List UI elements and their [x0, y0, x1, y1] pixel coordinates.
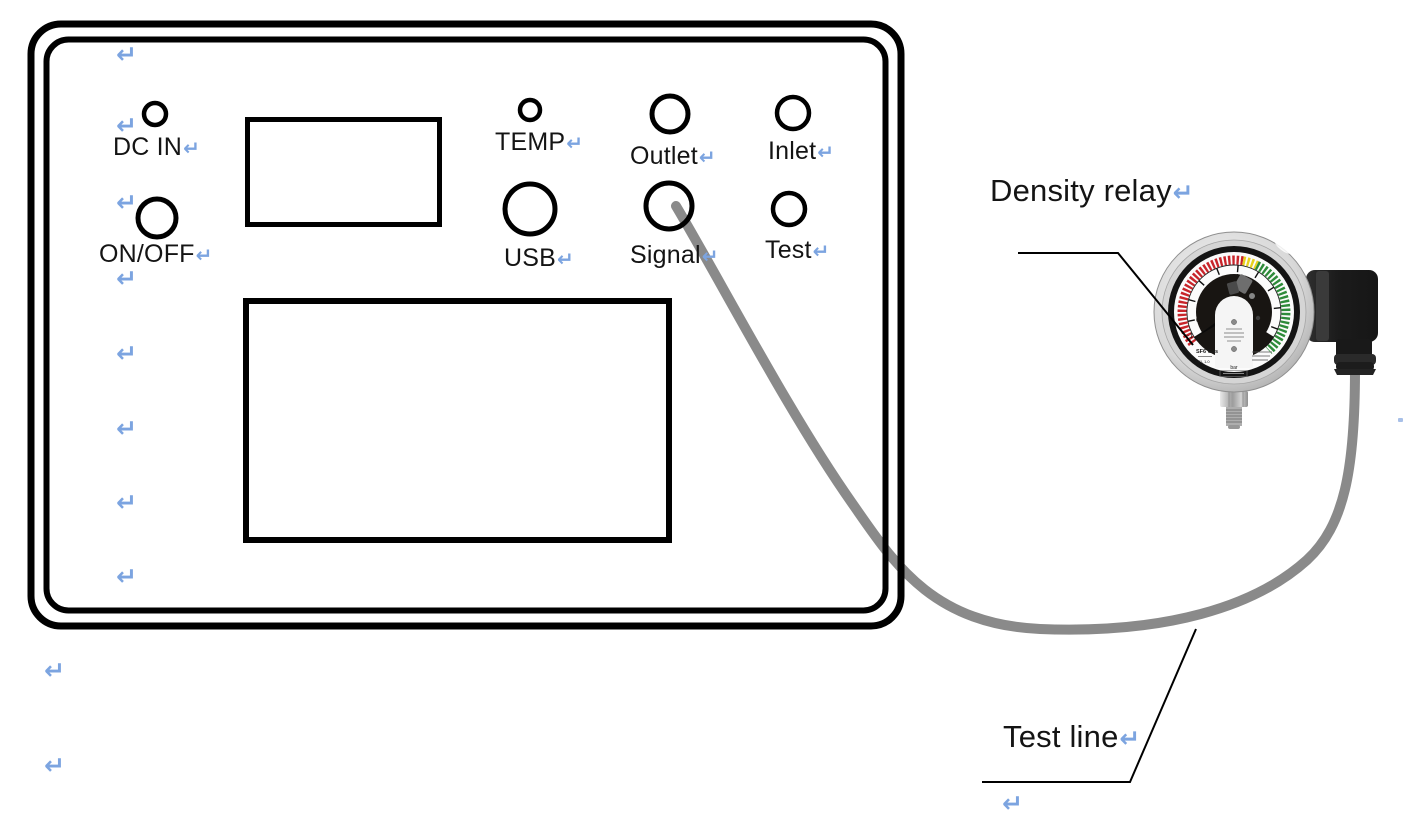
instrument-panel: [27, 20, 905, 630]
dc-in-label-text: DC IN: [113, 133, 183, 161]
paragraph-mark: ↵: [817, 140, 835, 164]
gauge-stem: [1220, 386, 1248, 429]
test-line-cable: [671, 201, 1360, 635]
paragraph-mark: ↵: [116, 111, 137, 140]
dc-in-port-circle: [141, 100, 169, 128]
gauge-class-text: CL 1.0: [1198, 359, 1210, 364]
temp-label-text: TEMP: [495, 128, 566, 156]
signal-label-text: Signal: [630, 241, 701, 269]
paragraph-mark: ↵: [44, 751, 65, 780]
outlet-port-circle: [649, 93, 691, 135]
paragraph-mark: ↵: [566, 131, 584, 155]
paragraph-mark: ↵: [116, 40, 137, 69]
gauge-zone-bands: [1177, 255, 1291, 354]
paragraph-mark: ↵: [116, 264, 137, 293]
test-port-circle: [770, 190, 808, 228]
screen-rect: [243, 298, 672, 543]
test-line-leader-line: [982, 628, 1197, 783]
paragraph-mark: ↵: [44, 656, 65, 685]
paragraph-mark: ↵: [183, 136, 201, 160]
density-relay-gauge: -1 0 2 4 6 8 9: [1153, 231, 1315, 429]
paragraph-mark: ↵: [1002, 789, 1023, 818]
on-off-label-text: ON/OFF: [99, 240, 195, 268]
cable-connector: [1306, 270, 1378, 375]
panel-inner-border: [43, 36, 889, 614]
usb-label-text: USB: [504, 244, 557, 272]
inlet-label-text: Inlet: [768, 137, 817, 165]
paragraph-mark: ↵: [698, 145, 716, 169]
inlet-port-circle: [774, 94, 812, 132]
label-density-relay: Density relay↵: [990, 173, 1194, 208]
test-label-text: Test: [765, 236, 812, 264]
label-temp: TEMP↵: [495, 129, 583, 155]
paragraph-mark: ↵: [116, 339, 137, 368]
label-test-line: Test line↵: [1003, 719, 1141, 754]
paragraph-mark: ↵: [701, 244, 719, 268]
paragraph-mark: ↵: [116, 488, 137, 517]
paragraph-mark: ↵: [195, 243, 213, 267]
temp-port-circle: [517, 97, 543, 123]
label-test: Test↵: [765, 237, 830, 263]
usb-port-circle: [502, 181, 558, 237]
stray-edit-mark: [1398, 418, 1403, 422]
paragraph-mark: ↵: [812, 239, 830, 263]
density-relay-leader-line: [1018, 252, 1194, 346]
paragraph-mark: ↵: [116, 562, 137, 591]
gauge-scale-label: -1: [1187, 333, 1193, 340]
paragraph-mark: ↵: [1119, 724, 1141, 753]
label-inlet: Inlet↵: [768, 138, 834, 164]
density-relay-label-text: Density relay: [990, 173, 1172, 208]
outlet-label-text: Outlet: [630, 142, 698, 170]
label-outlet: Outlet↵: [630, 143, 716, 169]
paragraph-mark: ↵: [116, 188, 137, 217]
panel-outer-border: [27, 20, 905, 630]
gauge-unit-text: bar: [1230, 365, 1238, 371]
paragraph-mark: ↵: [116, 414, 137, 443]
test-line-label-text: Test line: [1003, 719, 1119, 754]
signal-port-circle: [643, 180, 695, 232]
gauge-dial-texts: SF6 Gas CL 1.0 bar: [1196, 349, 1272, 377]
gauge-keyhole-plate: [1215, 296, 1253, 368]
label-signal: Signal↵: [630, 242, 719, 268]
label-dc-in: DC IN↵: [113, 134, 200, 160]
paragraph-mark: ↵: [557, 247, 574, 271]
on-off-button-circle: [135, 196, 179, 240]
paragraph-mark: ↵: [1172, 178, 1194, 207]
gauge-gas-text: SF6 Gas: [1196, 349, 1218, 355]
label-on-off: ON/OFF↵: [99, 241, 213, 267]
display-window-rect: [245, 117, 442, 227]
label-usb: USB↵: [504, 245, 574, 271]
